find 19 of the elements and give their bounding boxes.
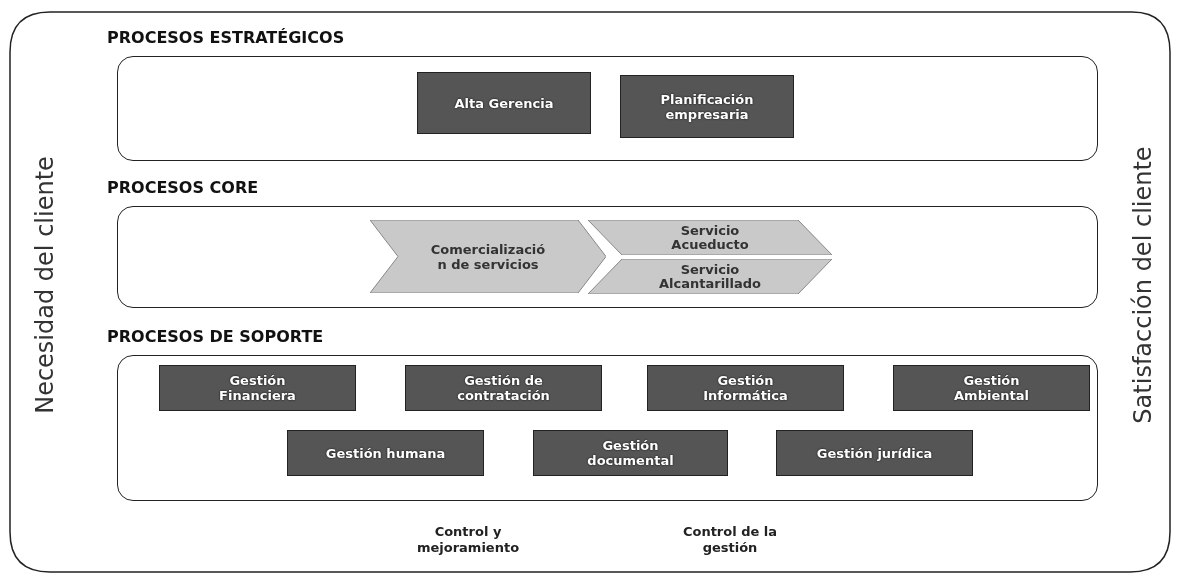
process-box: Gestión humana [287,430,484,476]
chevron-shape: Servicio Alcantarillado [588,259,832,294]
process-box: Gestión jurídica [776,430,973,476]
band-heading: PROCESOS DE SOPORTE [107,327,324,346]
band-heading: PROCESOS CORE [107,178,259,197]
process-box: Gestión Ambiental [893,365,1090,411]
process-box: Alta Gerencia [417,72,591,134]
side-label: Necesidad del cliente [31,156,59,414]
process-box: Gestión documental [533,430,728,476]
process-box: Gestión Informática [647,365,844,411]
process-box: Planificación empresaria [620,75,794,138]
process-box: Gestión Financiera [159,365,356,411]
chevron-shape: Servicio Acueducto [588,220,832,255]
chevron-shape: Comercializació n de servicios [370,220,606,293]
footer-label: Control y mejoramiento [415,524,521,556]
footer-label: Control de la gestión [681,524,779,556]
process-box: Gestión de contratación [405,365,602,411]
side-label: Satisfacción del cliente [1129,146,1157,424]
band-heading: PROCESOS ESTRATÉGICOS [107,28,345,47]
